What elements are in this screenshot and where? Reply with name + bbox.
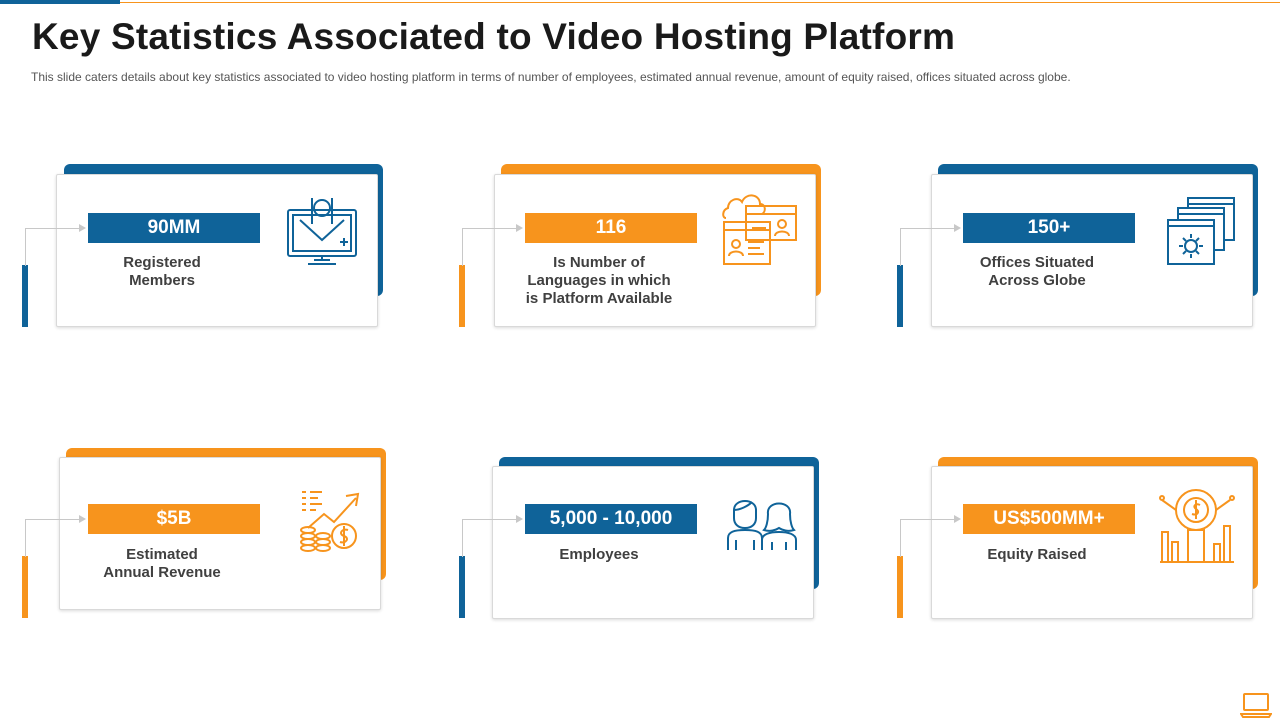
connector-arrow <box>954 515 961 523</box>
stat-label: Is Number of Languages in which is Platf… <box>525 254 673 307</box>
top-accent-bar <box>0 0 120 4</box>
stat-value: US$500MM+ <box>963 504 1135 534</box>
cloud-profiles-icon <box>722 194 797 265</box>
stat-label: Equity Raised <box>987 546 1087 563</box>
stat-value: 90MM <box>88 213 260 243</box>
settings-windows-icon <box>1167 197 1235 265</box>
card-connector <box>25 519 82 557</box>
card-side-bar <box>459 556 465 618</box>
card-side-bar <box>897 265 903 327</box>
stat-label: Estimated Annual Revenue <box>103 546 221 581</box>
card-panel <box>931 466 1253 619</box>
stat-value: 150+ <box>963 213 1135 243</box>
revenue-growth-icon <box>300 491 360 552</box>
card-connector <box>900 519 957 557</box>
card-side-bar <box>459 265 465 327</box>
video-call-icon <box>287 198 357 265</box>
stat-label: Registered Members <box>123 254 201 289</box>
employees-icon <box>727 500 797 550</box>
connector-arrow <box>516 224 523 232</box>
card-panel <box>494 174 816 327</box>
page-title: Key Statistics Associated to Video Hosti… <box>32 16 956 57</box>
card-panel <box>492 466 814 619</box>
equity-chart-icon <box>1159 489 1235 563</box>
stat-label: Offices Situated Across Globe <box>979 254 1095 289</box>
stat-value: $5B <box>88 504 260 534</box>
card-side-bar <box>897 556 903 618</box>
connector-arrow <box>954 224 961 232</box>
card-connector <box>462 228 519 266</box>
top-accent-line <box>120 2 1280 3</box>
card-side-bar <box>22 265 28 327</box>
connector-arrow <box>79 224 86 232</box>
laptop-icon <box>1240 693 1272 718</box>
card-connector <box>462 519 519 557</box>
card-connector <box>25 228 82 266</box>
stat-value: 5,000 - 10,000 <box>525 504 697 534</box>
connector-arrow <box>79 515 86 523</box>
stat-value: 116 <box>525 213 697 243</box>
card-side-bar <box>22 556 28 618</box>
card-connector <box>900 228 957 266</box>
stat-label: Employees <box>559 546 639 563</box>
page-subtitle: This slide caters details about key stat… <box>31 70 1071 84</box>
connector-arrow <box>516 515 523 523</box>
